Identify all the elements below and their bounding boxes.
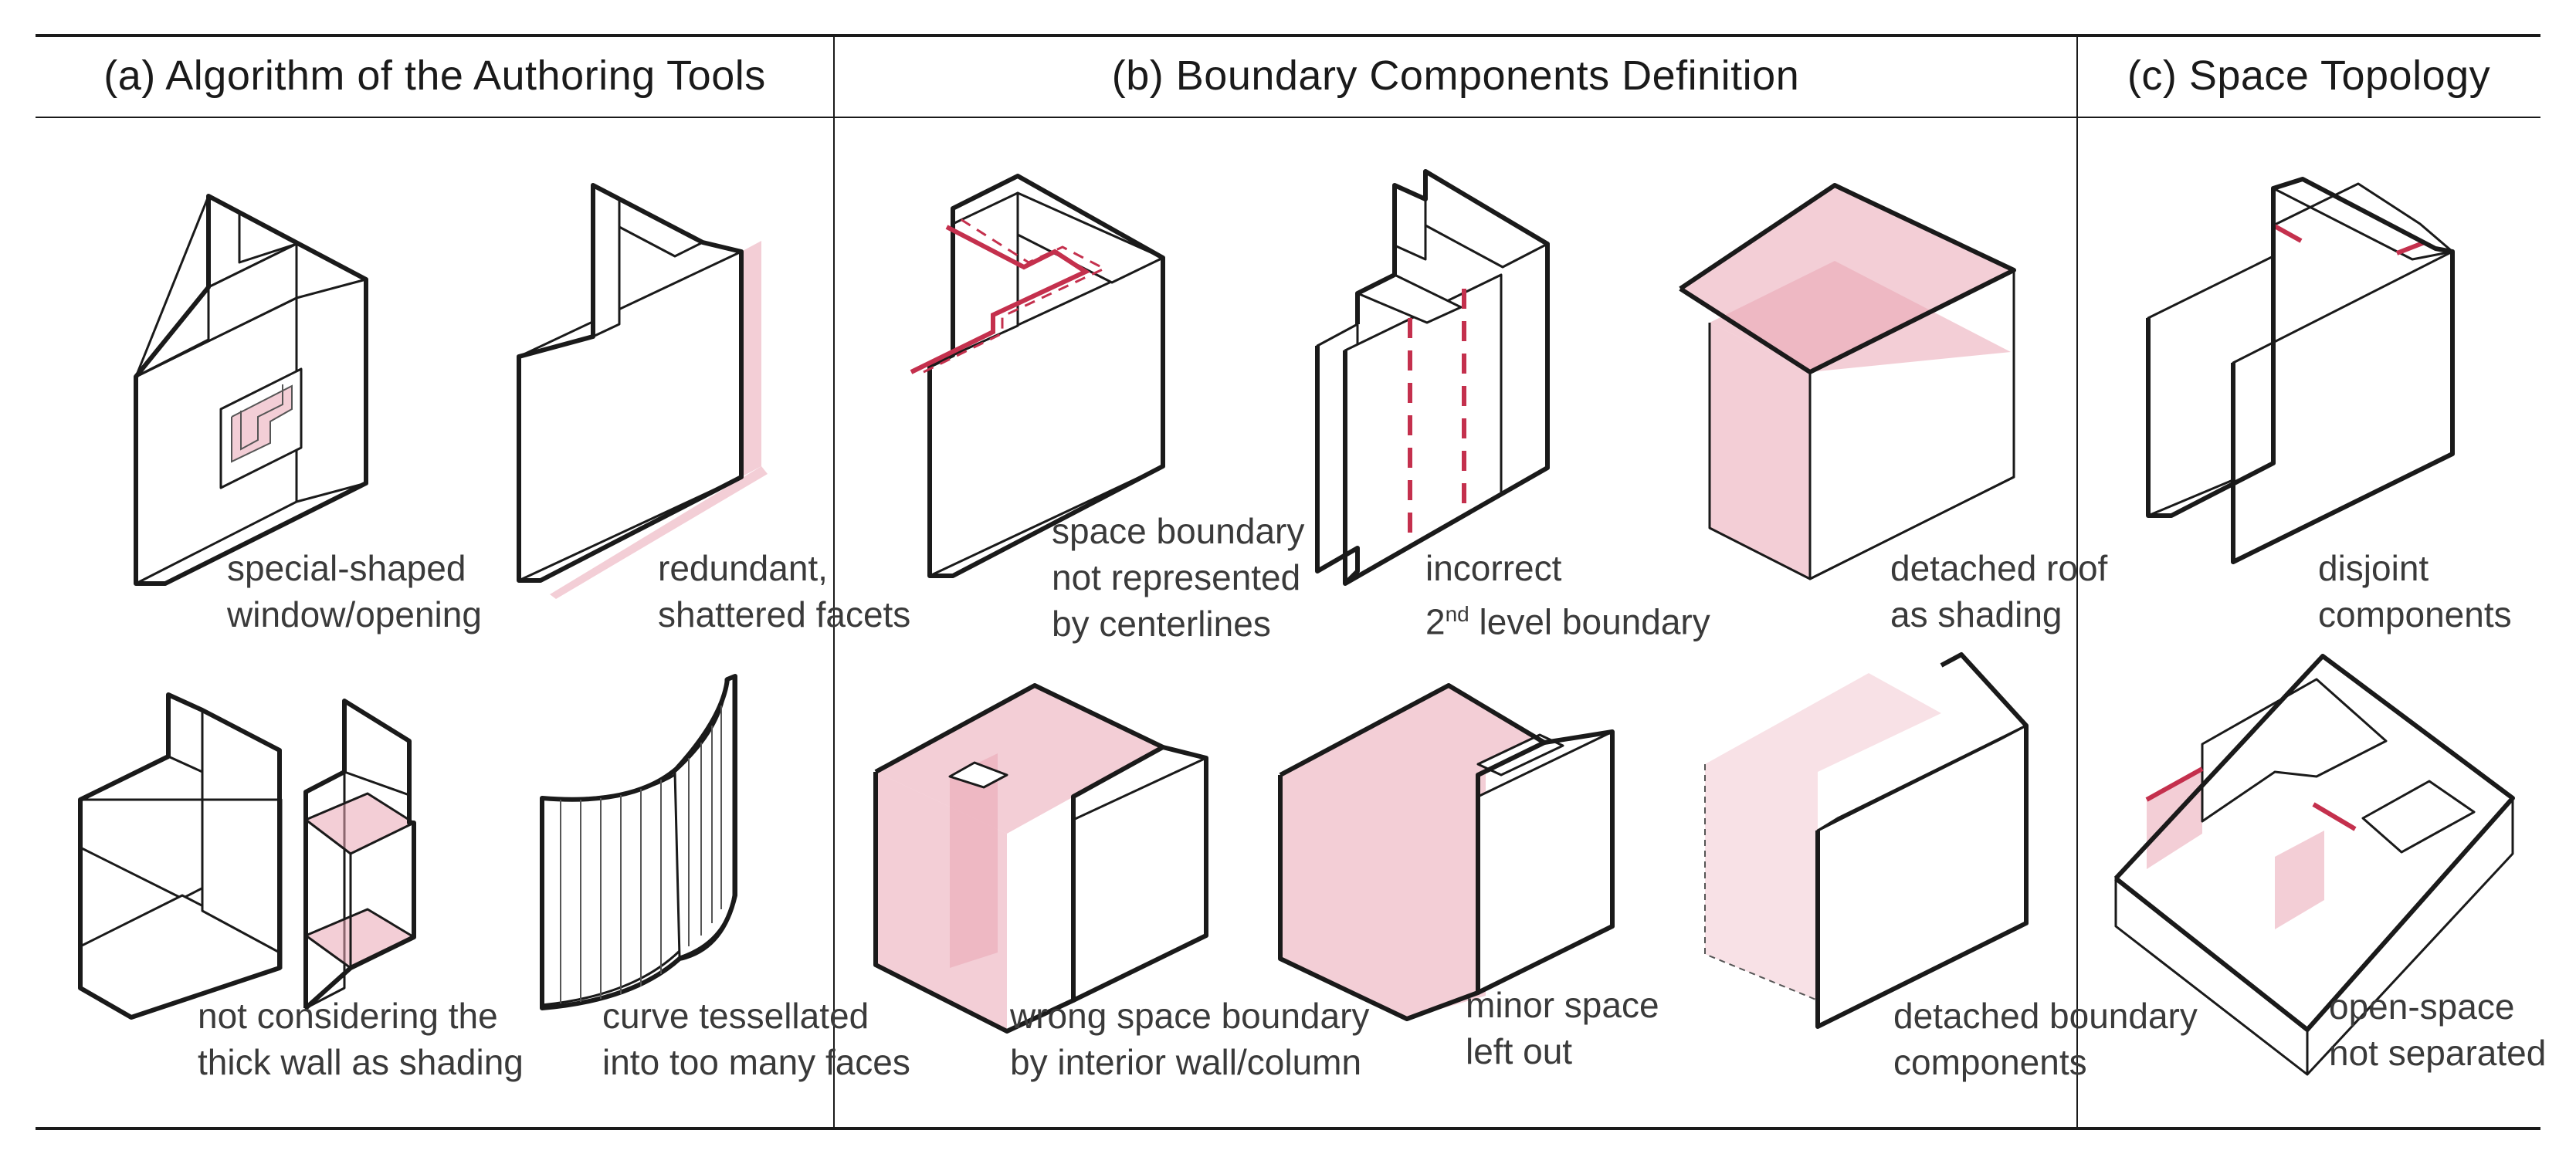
header-space-topology: (c) Space Topology (2127, 52, 2491, 99)
diagram-disjoint (2146, 177, 2455, 564)
diagram-minor-space (1278, 683, 1615, 1021)
diagram-special-shaped-window (134, 194, 368, 586)
diagram-detached-components (1704, 652, 2029, 1029)
table-rules (36, 34, 2540, 1130)
diagram-open-space (2113, 654, 2515, 1076)
header-algorithm: (a) Algorithm of the Authoring Tools (103, 52, 766, 99)
diagram-boundary-centerlines (910, 174, 1165, 578)
diagram-detached-roof (1679, 183, 2016, 580)
diagram-interior-column (873, 683, 1208, 1034)
diagram-curve-tessellated (540, 674, 737, 1010)
header-boundary-components: (b) Boundary Components Definition (1111, 52, 1800, 99)
caption-redundant-facets: redundant,shattered facets (658, 548, 911, 634)
diagram-thick-wall-shading (78, 692, 416, 1020)
caption-incorrect-2nd-level: incorrect 2nd level boundary (1425, 548, 1710, 642)
diagram-redundant-facets (517, 183, 768, 599)
diagram-incorrect-2nd-level (1315, 169, 1550, 586)
